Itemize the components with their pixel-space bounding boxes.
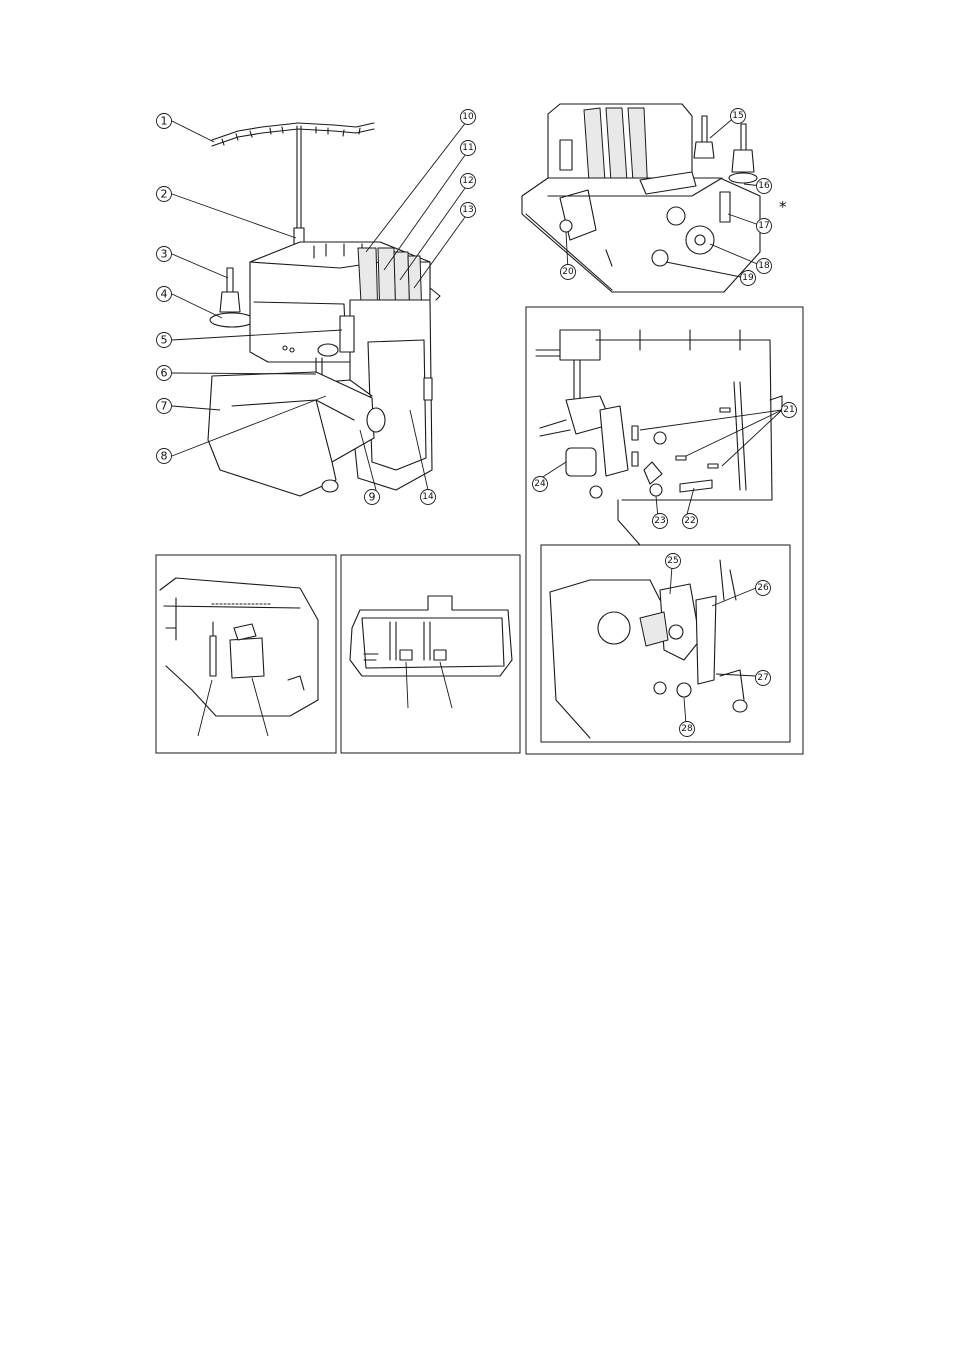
callout-6: 6 <box>157 366 172 381</box>
callout-17: 17 <box>757 219 772 234</box>
callout-16-label: 16 <box>758 181 770 191</box>
callout-5: 5 <box>157 333 172 348</box>
callout-16: 16 <box>757 179 772 194</box>
callout-18: 18 <box>757 259 772 274</box>
callout-13: 13 <box>461 203 476 218</box>
callout-1: 1 <box>157 114 172 129</box>
callout-13-label: 13 <box>462 205 473 215</box>
callout-3: 3 <box>157 247 172 262</box>
looper-area-view <box>536 330 790 742</box>
callout-18-label: 18 <box>758 261 770 271</box>
callout-6-label: 6 <box>161 367 168 380</box>
overlocker-rear-view <box>522 104 760 292</box>
callout-8: 8 <box>157 449 172 464</box>
callout-15-label: 15 <box>732 111 743 121</box>
callout-10: 10 <box>461 110 476 125</box>
callout-28: 28 <box>680 722 695 737</box>
callout-7: 7 <box>157 399 172 414</box>
callout-5-label: 5 <box>161 334 168 347</box>
callout-2-label: 2 <box>161 188 168 201</box>
callout-27: 27 <box>756 671 771 686</box>
callout-12: 12 <box>461 174 476 189</box>
accessory-left-view <box>160 578 318 736</box>
callout-19-label: 19 <box>742 273 754 283</box>
callout-24: 24 <box>533 477 548 492</box>
callout-4-label: 4 <box>161 288 168 301</box>
callout-21: 21 <box>782 403 797 418</box>
callout-22: 22 <box>683 514 698 529</box>
callout-19: 19 <box>741 271 756 286</box>
callout-11: 11 <box>461 141 476 156</box>
callout-12-label: 12 <box>462 176 473 186</box>
asterisk-mark: * <box>779 198 787 216</box>
accessory-right-view <box>350 596 512 708</box>
callout-28-label: 28 <box>681 724 693 734</box>
callout-20: 20 <box>561 265 576 280</box>
callout-9: 9 <box>365 490 380 505</box>
callout-10-label: 10 <box>462 112 474 122</box>
callout-1-label: 1 <box>161 115 168 128</box>
callout-8-label: 8 <box>161 450 168 463</box>
callout-22-label: 22 <box>684 516 695 526</box>
callout-23-label: 23 <box>654 516 665 526</box>
callout-2: 2 <box>157 187 172 202</box>
callout-11-label: 11 <box>462 143 473 153</box>
callout-24-label: 24 <box>534 479 546 489</box>
callout-23: 23 <box>653 514 668 529</box>
callout-25: 25 <box>666 554 681 569</box>
callout-9-label: 9 <box>369 491 376 504</box>
callout-25-label: 25 <box>667 556 678 566</box>
callout-4: 4 <box>157 287 172 302</box>
callout-27-label: 27 <box>757 673 768 683</box>
callout-14-label: 14 <box>422 492 434 502</box>
callout-3-label: 3 <box>161 248 168 261</box>
callout-26: 26 <box>756 581 771 596</box>
callout-20-label: 20 <box>562 267 574 277</box>
callout-7-label: 7 <box>161 400 168 413</box>
callout-26-label: 26 <box>757 583 769 593</box>
callout-15: 15 <box>731 109 746 124</box>
callout-14: 14 <box>421 490 436 505</box>
callout-17-label: 17 <box>758 221 769 231</box>
callout-21-label: 21 <box>783 405 794 415</box>
overlocker-front-view <box>208 123 440 496</box>
